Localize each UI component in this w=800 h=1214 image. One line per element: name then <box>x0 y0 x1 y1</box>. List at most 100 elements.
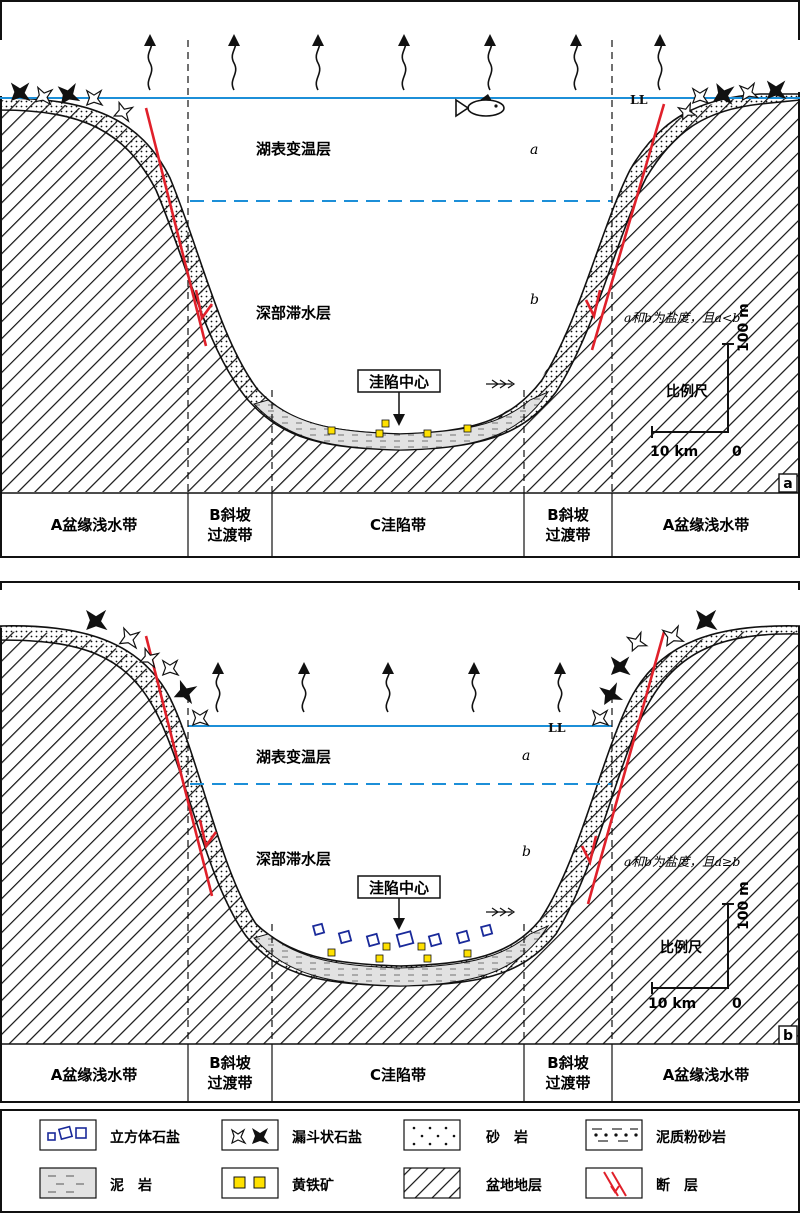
legend-label-2: 砂 岩 <box>485 1129 528 1146</box>
zone-dividers-a <box>187 40 613 493</box>
hopper-halite-icon <box>766 80 787 100</box>
legend-label-0: 立方体石盐 <box>110 1129 180 1146</box>
hopper-halite-icon <box>118 626 141 650</box>
panel-a: LL 湖表变温层 a <box>0 0 800 558</box>
depression-center-label-a: 洼陷中心 <box>369 373 429 391</box>
faults-b <box>144 631 666 905</box>
legend-item-muddy-siltstone: 泥质粉砂岩 <box>585 1119 726 1151</box>
zone-a5: A盆缘浅水带 <box>663 516 750 534</box>
salinity-upper-a: a <box>530 142 538 158</box>
layer-lower-label-a: 深部滞水层 <box>256 304 331 322</box>
hopper-halite-icon <box>713 83 735 105</box>
panel-b-id: b <box>783 1028 793 1044</box>
zone-b2-line1: B斜坡 <box>209 1054 250 1072</box>
panel-a-id: a <box>783 476 792 492</box>
legend-label-1: 漏斗状石盐 <box>292 1129 362 1146</box>
zone-b1: A盆缘浅水带 <box>51 1066 138 1084</box>
basin-strata-icon <box>403 1167 461 1199</box>
hopper-halite-icon <box>85 89 104 107</box>
evaporation-arrows-b <box>212 662 566 713</box>
mudstone-layer-b <box>253 924 550 987</box>
hopper-halite-icon <box>57 82 81 105</box>
evaporation-arrows-a <box>144 34 666 91</box>
hopper-halite-icon <box>86 609 108 631</box>
pyrite-icon <box>233 1176 266 1189</box>
legend-item-fault: 断 层 <box>585 1167 698 1199</box>
legend-label-3: 泥质粉砂岩 <box>656 1129 726 1146</box>
zone-b2-line2: 过渡带 <box>207 1074 252 1092</box>
hopper-halite-icon <box>191 709 210 727</box>
legend-item-hopper-halite: 漏斗状石盐 <box>221 1119 362 1151</box>
pyrite-b <box>327 942 472 963</box>
lake-level-label-a: LL <box>630 92 648 107</box>
panel-b: LL 湖表变温层 a 深部滞水层 b 洼陷中心 <box>0 581 800 1103</box>
legend-label-5: 黄铁矿 <box>292 1177 334 1194</box>
legend-item-cubic-halite: 立方体石盐 <box>39 1119 180 1151</box>
zone-b4-line1: B斜坡 <box>547 1054 588 1072</box>
zone-b5: A盆缘浅水带 <box>663 1066 750 1084</box>
zone-a1: A盆缘浅水带 <box>51 516 138 534</box>
evaporation-arrowhead-1 <box>228 34 240 46</box>
sandstone-lining-b <box>0 625 800 987</box>
pyrite-a <box>327 419 472 438</box>
mudstone-icon <box>48 1175 84 1193</box>
evaporation-arrowhead-0 <box>144 34 156 46</box>
layer-lower-label-b: 深部滞水层 <box>256 850 331 868</box>
scale-horizontal-b: 10 km <box>648 996 696 1012</box>
scale-horizontal-a: 10 km <box>650 444 698 460</box>
legend-label-6: 盆地地层 <box>485 1177 542 1194</box>
flow-arrow-b <box>486 907 516 917</box>
evaporation-arrowhead-4 <box>554 662 566 674</box>
zone-a2-line1: B斜坡 <box>209 506 250 524</box>
salinity-note-b: a和b为盐度，且a≥b <box>624 854 740 869</box>
hopper-halite-icon <box>138 646 161 669</box>
scale-title-a: 比例尺 <box>666 383 708 400</box>
legend-item-sandstone: 砂 岩 <box>403 1119 528 1151</box>
hopper-halite-icon <box>661 624 686 647</box>
hopper-halite-icon <box>738 81 760 102</box>
legend-item-mudstone: 泥 岩 <box>39 1167 152 1199</box>
hopper-halite-icon <box>599 682 624 705</box>
hopper-halite-icon <box>696 609 718 631</box>
layer-upper-label-b: 湖表变温层 <box>256 748 331 766</box>
scale-zero-b: 0 <box>732 996 742 1012</box>
evaporation-arrowhead-2 <box>312 34 324 46</box>
zone-a4-line2: 过渡带 <box>545 526 590 544</box>
hopper-halite-icon <box>161 659 180 677</box>
layer-upper-label-a: 湖表变温层 <box>256 140 331 158</box>
zone-a2-line2: 过渡带 <box>207 526 252 544</box>
flow-arrow-a <box>486 379 516 389</box>
legend-label-7: 断 层 <box>656 1177 698 1194</box>
basin-strata-a <box>0 96 800 492</box>
evaporation-arrowhead-6 <box>654 34 666 46</box>
hopper-halite-icon <box>112 100 135 123</box>
cubic-halite-icon <box>47 1125 87 1141</box>
sandstone-icon <box>412 1126 456 1146</box>
cubic-halite-b <box>311 922 494 948</box>
evaporation-arrowhead-2 <box>382 662 394 674</box>
salinity-lower-b: b <box>522 844 531 860</box>
hopper-halite-icon <box>691 87 710 105</box>
faults-a <box>144 103 666 351</box>
salinity-upper-b: a <box>522 748 530 764</box>
legend: 立方体石盐 漏斗状石盐 砂 岩 <box>0 1109 800 1213</box>
fish-icon <box>455 94 505 118</box>
salinity-note-a: a和b为盐度，且a<b <box>624 310 740 325</box>
evaporation-arrowhead-3 <box>468 662 480 674</box>
hopper-halite-icon <box>34 85 54 106</box>
zone-dividers-b <box>187 696 613 1044</box>
evaporation-arrowhead-3 <box>398 34 410 46</box>
scale-vertical-a: 100 m <box>736 303 752 352</box>
scale-vertical-b: 100 m <box>736 881 752 930</box>
fault-icon <box>603 1171 627 1197</box>
hopper-halite-icon <box>173 679 198 705</box>
evaporation-arrowhead-1 <box>298 662 310 674</box>
evaporation-arrowhead-4 <box>484 34 496 46</box>
hopper-halite-icon <box>230 1128 269 1145</box>
mudstone-layer-a <box>253 390 550 451</box>
evaporation-arrowhead-5 <box>570 34 582 46</box>
scale-title-b: 比例尺 <box>660 939 702 956</box>
lake-level-label-b: LL <box>548 720 566 735</box>
legend-label-4: 泥 岩 <box>110 1177 152 1194</box>
